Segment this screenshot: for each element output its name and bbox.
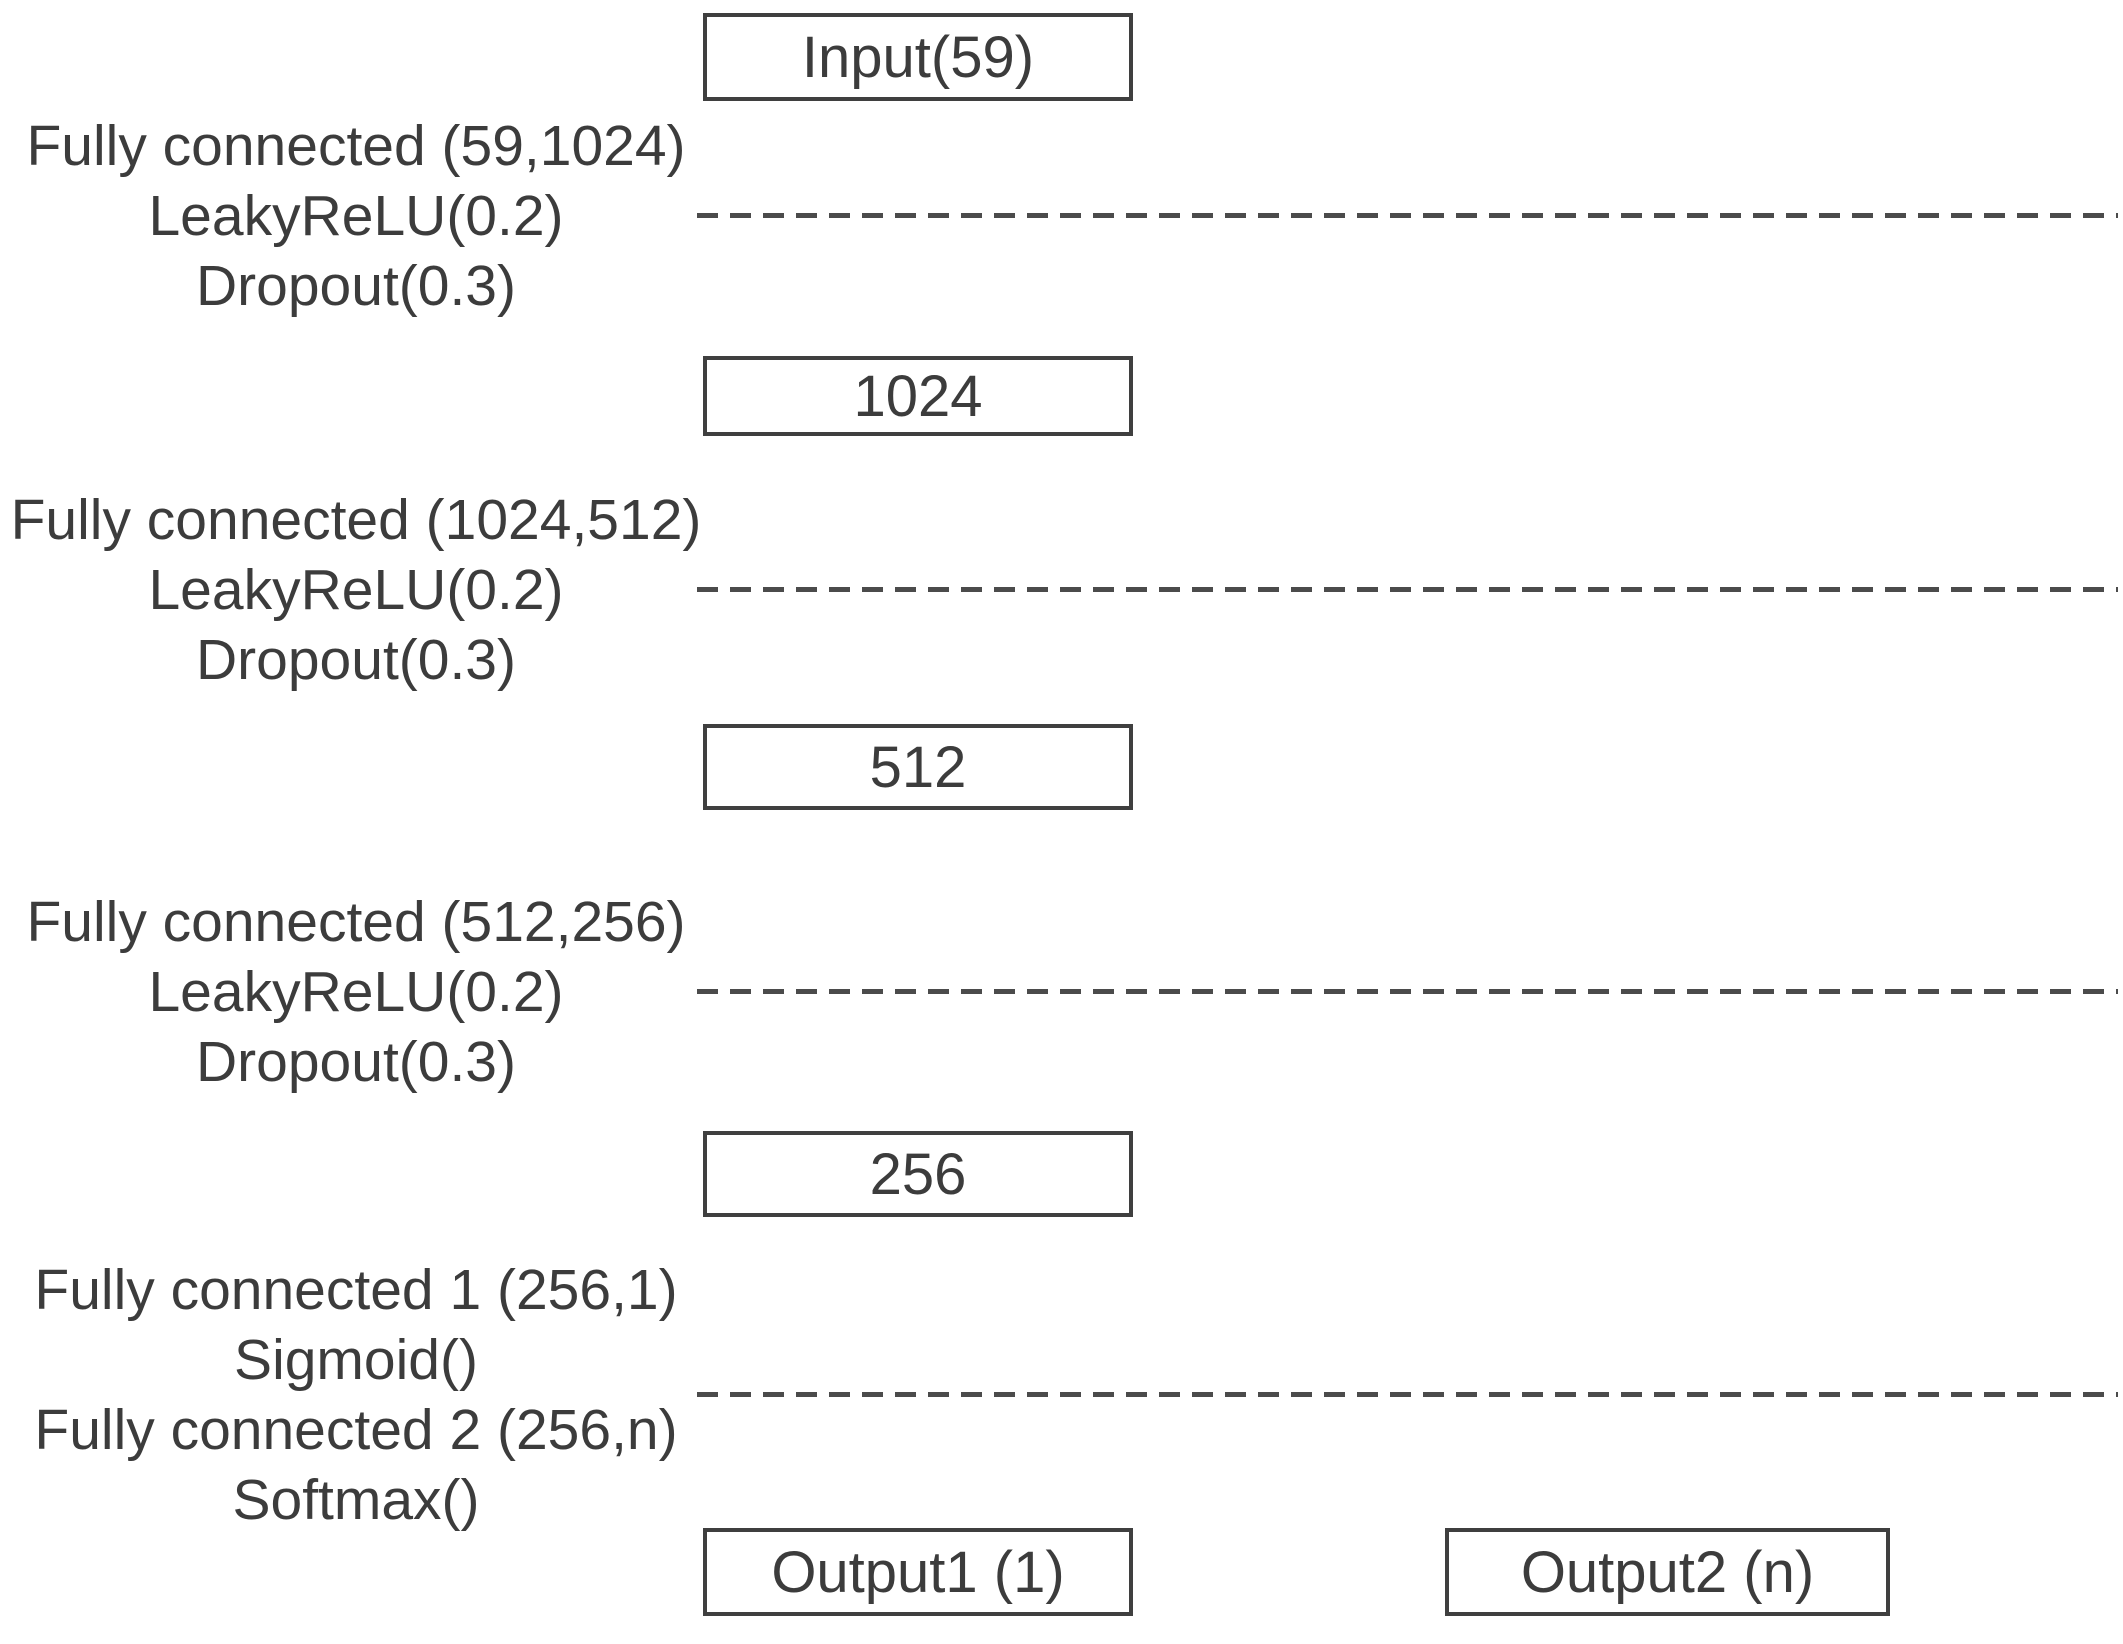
layer-separator-dashed-line-1 bbox=[697, 213, 2118, 218]
output1-layer-box: Output1 (1) bbox=[703, 1528, 1133, 1616]
layer2-dropout-label: Dropout(0.3) bbox=[196, 628, 516, 692]
output-layers-annotation: Fully connected 1 (256,1) Sigmoid() Full… bbox=[0, 1255, 712, 1535]
output2-fully-connected-label: Fully connected 2 (256,n) bbox=[34, 1398, 678, 1462]
hidden-layer-512-label: 512 bbox=[869, 734, 967, 800]
output2-activation-label: Softmax() bbox=[232, 1468, 480, 1532]
output1-activation-label: Sigmoid() bbox=[234, 1328, 478, 1392]
layer1-dropout-label: Dropout(0.3) bbox=[196, 254, 516, 318]
layer3-fully-connected-label: Fully connected (512,256) bbox=[26, 890, 686, 954]
input-layer-label: Input(59) bbox=[801, 24, 1035, 90]
hidden-layer-256-label: 256 bbox=[869, 1141, 967, 1207]
layer-separator-dashed-line-3 bbox=[697, 989, 2118, 994]
layer2-activation-label: LeakyReLU(0.2) bbox=[148, 558, 564, 622]
hidden-layer-1024-box: 1024 bbox=[703, 356, 1133, 436]
input-layer-box: Input(59) bbox=[703, 13, 1133, 101]
hidden-layer-512-box: 512 bbox=[703, 724, 1133, 810]
layer-separator-dashed-line-4 bbox=[697, 1392, 2118, 1397]
output2-layer-box: Output2 (n) bbox=[1445, 1528, 1890, 1616]
hidden-layer-256-box: 256 bbox=[703, 1131, 1133, 1217]
layer1-activation-label: LeakyReLU(0.2) bbox=[148, 184, 564, 248]
layer1-fully-connected-label: Fully connected (59,1024) bbox=[26, 114, 686, 178]
layer3-annotation: Fully connected (512,256) LeakyReLU(0.2)… bbox=[0, 887, 712, 1097]
layer-separator-dashed-line-2 bbox=[697, 587, 2118, 592]
output1-fully-connected-label: Fully connected 1 (256,1) bbox=[34, 1258, 678, 1322]
layer3-dropout-label: Dropout(0.3) bbox=[196, 1030, 516, 1094]
layer1-annotation: Fully connected (59,1024) LeakyReLU(0.2)… bbox=[0, 111, 712, 321]
output1-layer-label: Output1 (1) bbox=[771, 1539, 1065, 1605]
layer2-fully-connected-label: Fully connected (1024,512) bbox=[10, 488, 702, 552]
layer2-annotation: Fully connected (1024,512) LeakyReLU(0.2… bbox=[0, 485, 712, 695]
hidden-layer-1024-label: 1024 bbox=[853, 363, 983, 429]
layer3-activation-label: LeakyReLU(0.2) bbox=[148, 960, 564, 1024]
output2-layer-label: Output2 (n) bbox=[1520, 1539, 1815, 1605]
